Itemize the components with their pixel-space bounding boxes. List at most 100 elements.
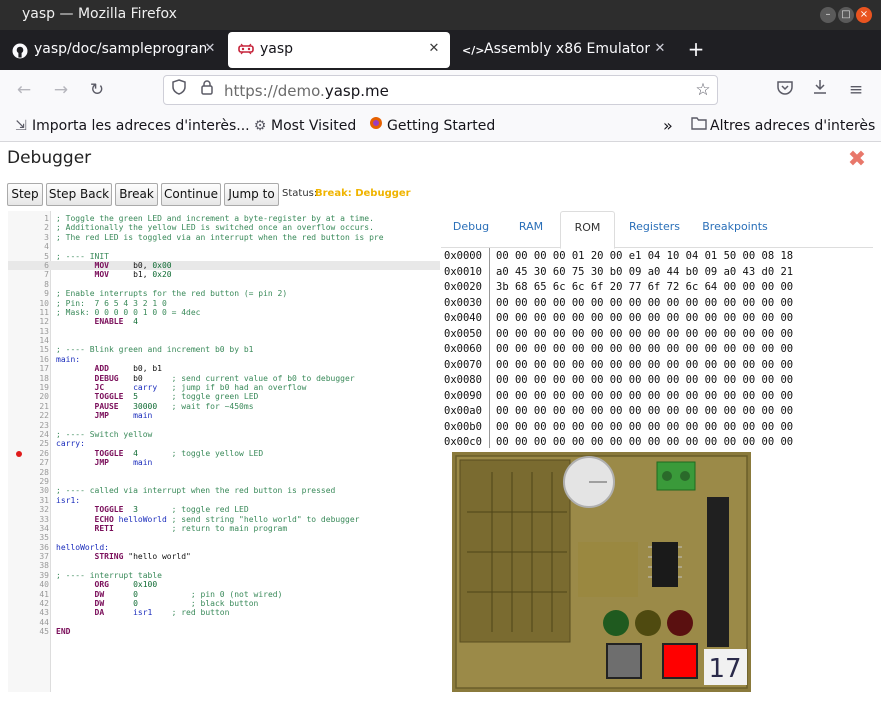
line-number[interactable]: 14: [39, 336, 49, 346]
breakpoint-marker[interactable]: [16, 450, 22, 457]
step-back-button[interactable]: Step Back: [46, 183, 112, 206]
line-number[interactable]: 1: [44, 214, 49, 223]
code-line[interactable]: 33 ECHO helloWorld ; send string "hello …: [8, 515, 440, 524]
code-line[interactable]: 3; The red LED is toggled via an interru…: [8, 233, 440, 242]
line-number[interactable]: 11: [39, 307, 49, 317]
line-number[interactable]: 15: [39, 345, 49, 355]
bookmark-most-visited[interactable]: ⚙Most Visited: [251, 116, 357, 136]
code-line[interactable]: 12 ENABLE 4: [8, 317, 440, 326]
line-number[interactable]: 13: [39, 326, 49, 336]
line-number[interactable]: 21: [39, 401, 49, 411]
tab-yasp[interactable]: yasp ✕: [228, 32, 450, 68]
code-line[interactable]: 32 TOGGLE 3 ; toggle red LED: [8, 505, 440, 514]
line-number[interactable]: 33: [39, 514, 49, 524]
forward-icon[interactable]: →: [53, 80, 69, 100]
line-number[interactable]: 41: [39, 589, 49, 599]
line-number[interactable]: 18: [39, 373, 49, 383]
code-line[interactable]: 40 ORG 0x100: [8, 580, 440, 589]
line-number[interactable]: 4: [44, 242, 49, 252]
close-icon[interactable]: ✖: [847, 147, 867, 172]
line-number[interactable]: 10: [39, 298, 49, 308]
line-number[interactable]: 34: [39, 523, 49, 533]
bookmark-getting-started[interactable]: Getting Started: [367, 116, 495, 136]
red-button[interactable]: [662, 643, 698, 679]
line-number[interactable]: 38: [39, 561, 49, 571]
code-line[interactable]: 39; ---- interrupt table: [8, 571, 440, 580]
code-line[interactable]: 14: [8, 336, 440, 345]
code-line[interactable]: 22 JMP main: [8, 411, 440, 420]
line-number[interactable]: 26: [39, 448, 49, 458]
menu-icon[interactable]: ≡: [848, 80, 864, 100]
code-line[interactable]: 24; ---- Switch yellow: [8, 430, 440, 439]
code-line[interactable]: 17 ADD b0, b1: [8, 364, 440, 373]
yellow-led[interactable]: [635, 610, 661, 636]
line-number[interactable]: 44: [39, 617, 49, 627]
new-tab-button[interactable]: +: [687, 37, 705, 61]
close-tab-icon[interactable]: ✕: [204, 41, 216, 56]
line-number[interactable]: 31: [39, 495, 49, 505]
code-line[interactable]: 9; Enable interrupts for the red button …: [8, 289, 440, 298]
minimize-button[interactable]: –: [820, 7, 836, 23]
code-line[interactable]: 28: [8, 468, 440, 477]
code-line[interactable]: 30; ---- called via interrupt when the r…: [8, 486, 440, 495]
tab-registers[interactable]: Registers: [628, 220, 681, 233]
line-number[interactable]: 22: [39, 411, 49, 421]
line-number[interactable]: 19: [39, 383, 49, 393]
close-tab-icon[interactable]: ✕: [654, 41, 666, 56]
back-icon[interactable]: ←: [16, 80, 32, 100]
line-number-gutter[interactable]: [8, 211, 51, 692]
line-number[interactable]: 9: [44, 289, 49, 299]
code-line[interactable]: 15; ---- Blink green and increment b0 by…: [8, 345, 440, 354]
tab-assembly-emulator[interactable]: </> Assembly x86 Emulator ✕: [452, 32, 676, 68]
code-line[interactable]: 38: [8, 561, 440, 570]
url-bar[interactable]: https://demo.yasp.me ☆: [163, 75, 718, 105]
tab-rom[interactable]: ROM: [560, 211, 615, 249]
close-tab-icon[interactable]: ✕: [428, 41, 440, 56]
line-number[interactable]: 35: [39, 533, 49, 543]
pocket-icon[interactable]: [773, 79, 797, 101]
line-number[interactable]: 20: [39, 392, 49, 402]
star-icon[interactable]: ☆: [695, 80, 711, 100]
code-line[interactable]: 4: [8, 242, 440, 251]
code-line[interactable]: 43 DA isr1 ; red button: [8, 608, 440, 617]
code-line[interactable]: 1; Toggle the green LED and increment a …: [8, 214, 440, 223]
code-line[interactable]: 44: [8, 618, 440, 627]
maximize-button[interactable]: □: [838, 7, 854, 23]
code-line[interactable]: 41 DW 0 ; pin 0 (not wired): [8, 590, 440, 599]
code-line[interactable]: 26 TOGGLE 4 ; toggle yellow LED: [8, 449, 440, 458]
window-close-button[interactable]: ×: [856, 7, 872, 23]
line-number[interactable]: 39: [39, 570, 49, 580]
jump-to-button[interactable]: Jump to: [224, 183, 279, 206]
bookmark-import[interactable]: ⇲Importa les adreces d'interès...: [12, 116, 250, 136]
line-number[interactable]: 29: [39, 476, 49, 486]
code-line[interactable]: 19 JC carry ; jump if b0 had an overflow: [8, 383, 440, 392]
code-line[interactable]: 20 TOGGLE 5 ; toggle green LED: [8, 392, 440, 401]
code-line[interactable]: 13: [8, 327, 440, 336]
line-number[interactable]: 16: [39, 354, 49, 364]
line-number[interactable]: 12: [39, 317, 49, 327]
code-line[interactable]: 5; ---- INIT: [8, 252, 440, 261]
code-line[interactable]: 8: [8, 280, 440, 289]
line-number[interactable]: 24: [39, 429, 49, 439]
black-button[interactable]: [606, 643, 642, 679]
code-line[interactable]: 42 DW 0 ; black button: [8, 599, 440, 608]
continue-button[interactable]: Continue: [161, 183, 221, 206]
line-number[interactable]: 3: [44, 232, 49, 242]
line-number[interactable]: 27: [39, 458, 49, 468]
code-line[interactable]: 37 STRING "hello world": [8, 552, 440, 561]
tab-github[interactable]: yasp/doc/sampleprograms ✕: [2, 32, 226, 68]
code-line[interactable]: 29: [8, 477, 440, 486]
code-editor[interactable]: 1; Toggle the green LED and increment a …: [8, 211, 440, 692]
line-number[interactable]: 36: [39, 542, 49, 552]
code-line[interactable]: 2; Additionally the yellow LED is switch…: [8, 223, 440, 232]
line-number[interactable]: 37: [39, 552, 49, 562]
code-line[interactable]: 34 RETI ; return to main program: [8, 524, 440, 533]
red-led[interactable]: [667, 610, 693, 636]
line-number[interactable]: 23: [39, 420, 49, 430]
shield-icon[interactable]: [167, 79, 191, 101]
line-number[interactable]: 2: [44, 223, 49, 233]
